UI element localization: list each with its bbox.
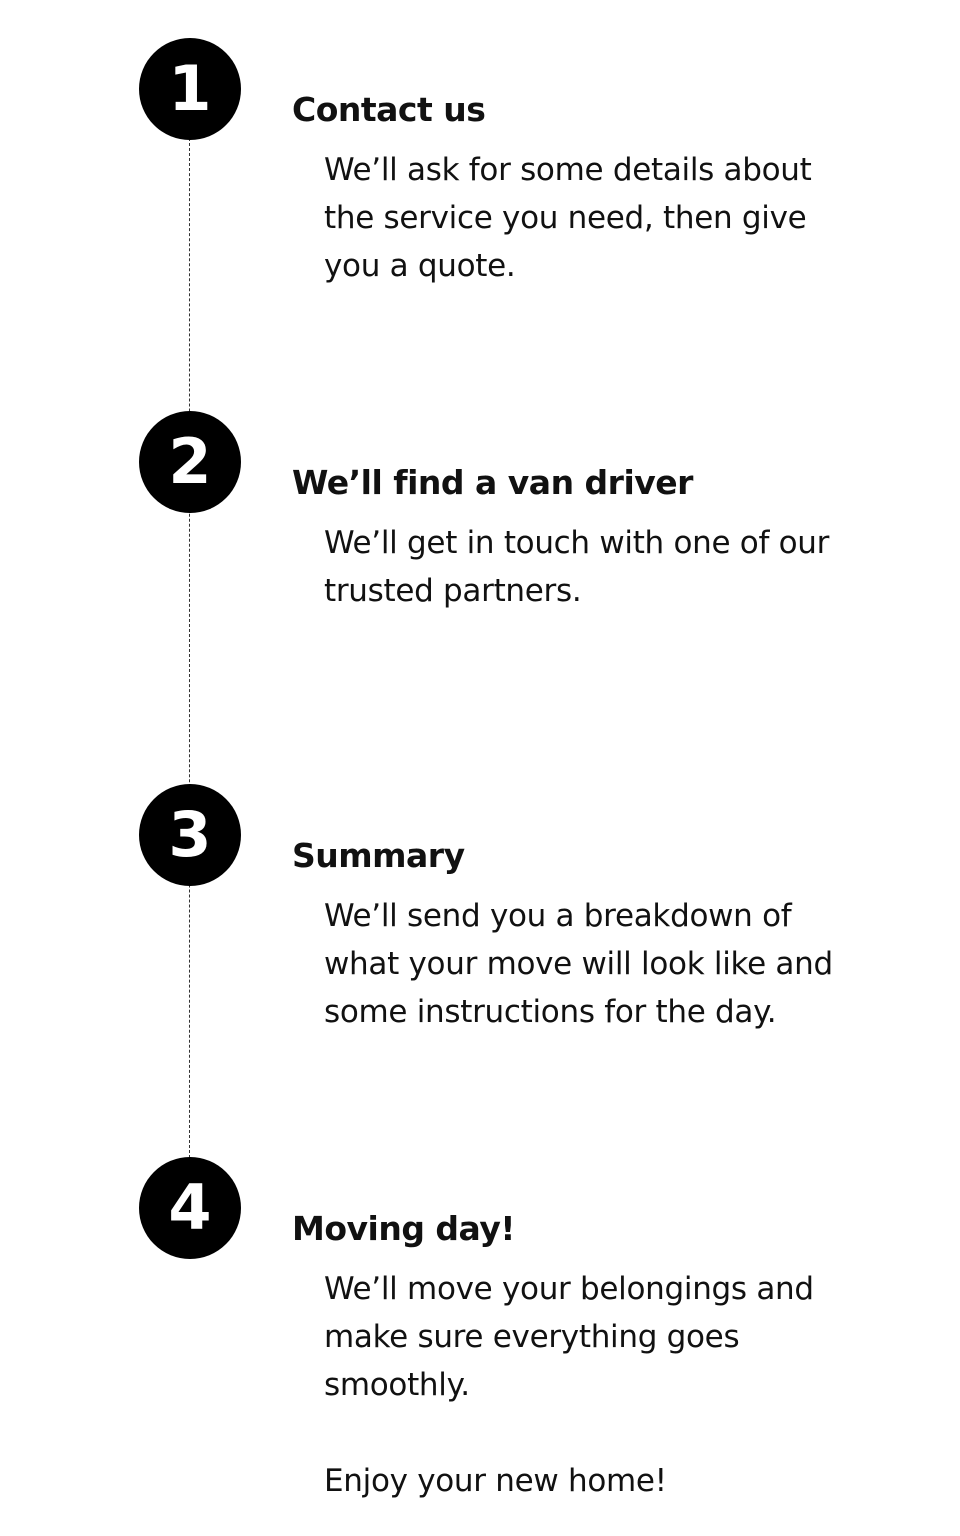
step-title: Contact us [292, 90, 486, 129]
step-description: We’ll move your belongings and make sure… [324, 1271, 814, 1403]
step-title: We’ll find a van driver [292, 463, 693, 502]
step-number-badge: 2 [139, 411, 241, 513]
closing-message: Enjoy your new home! [324, 1463, 667, 1499]
step-description: We’ll send you a breakdown of what your … [324, 898, 833, 1030]
step-title: Moving day! [292, 1209, 515, 1248]
timeline-connector [189, 138, 190, 1158]
step-number-badge: 4 [139, 1157, 241, 1259]
step-number-badge: 3 [139, 784, 241, 886]
step-description: We’ll get in touch with one of our trust… [324, 525, 830, 609]
step-description: We’ll ask for some details about the ser… [324, 152, 812, 284]
step-title: Summary [292, 836, 465, 875]
step-number-badge: 1 [139, 38, 241, 140]
